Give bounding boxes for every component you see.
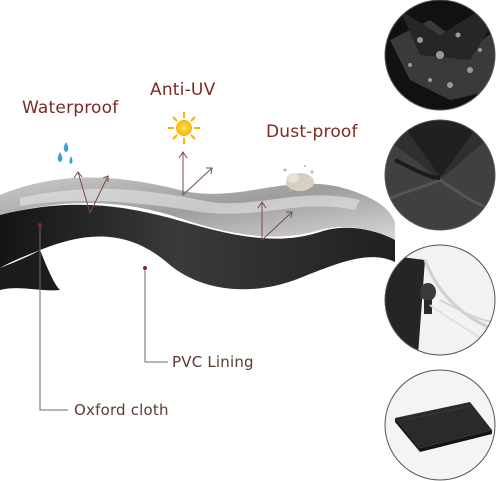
dark-fabric-layer <box>0 204 395 290</box>
sun-icon <box>168 112 200 144</box>
pvc-lining-label: PVC Lining <box>172 353 254 371</box>
layer-callouts <box>39 225 168 411</box>
oxford-callout-dot <box>38 223 42 227</box>
waterproof-label: Waterproof <box>22 98 119 118</box>
detail-toggle-lock <box>385 245 495 355</box>
detail-circle-border <box>384 244 496 356</box>
detail-folded-cover <box>385 370 495 480</box>
anti-uv-label: Anti-UV <box>150 80 216 100</box>
detail-circle-border <box>384 369 496 481</box>
feature-arrows <box>73 151 293 241</box>
detail-circle-border <box>384 0 496 111</box>
dust-icon <box>283 165 314 192</box>
dust-proof-label: Dust-proof <box>266 122 358 142</box>
water-drops-icon <box>57 142 73 164</box>
detail-drawstring-top <box>385 120 495 230</box>
oxford-cloth-label: Oxford cloth <box>74 401 169 419</box>
detail-water-beads <box>385 0 495 110</box>
pvc-callout-dot <box>143 266 147 270</box>
light-fabric-sheen <box>20 188 360 214</box>
dark-fabric-fold <box>0 250 60 291</box>
detail-circle-border <box>384 119 496 231</box>
